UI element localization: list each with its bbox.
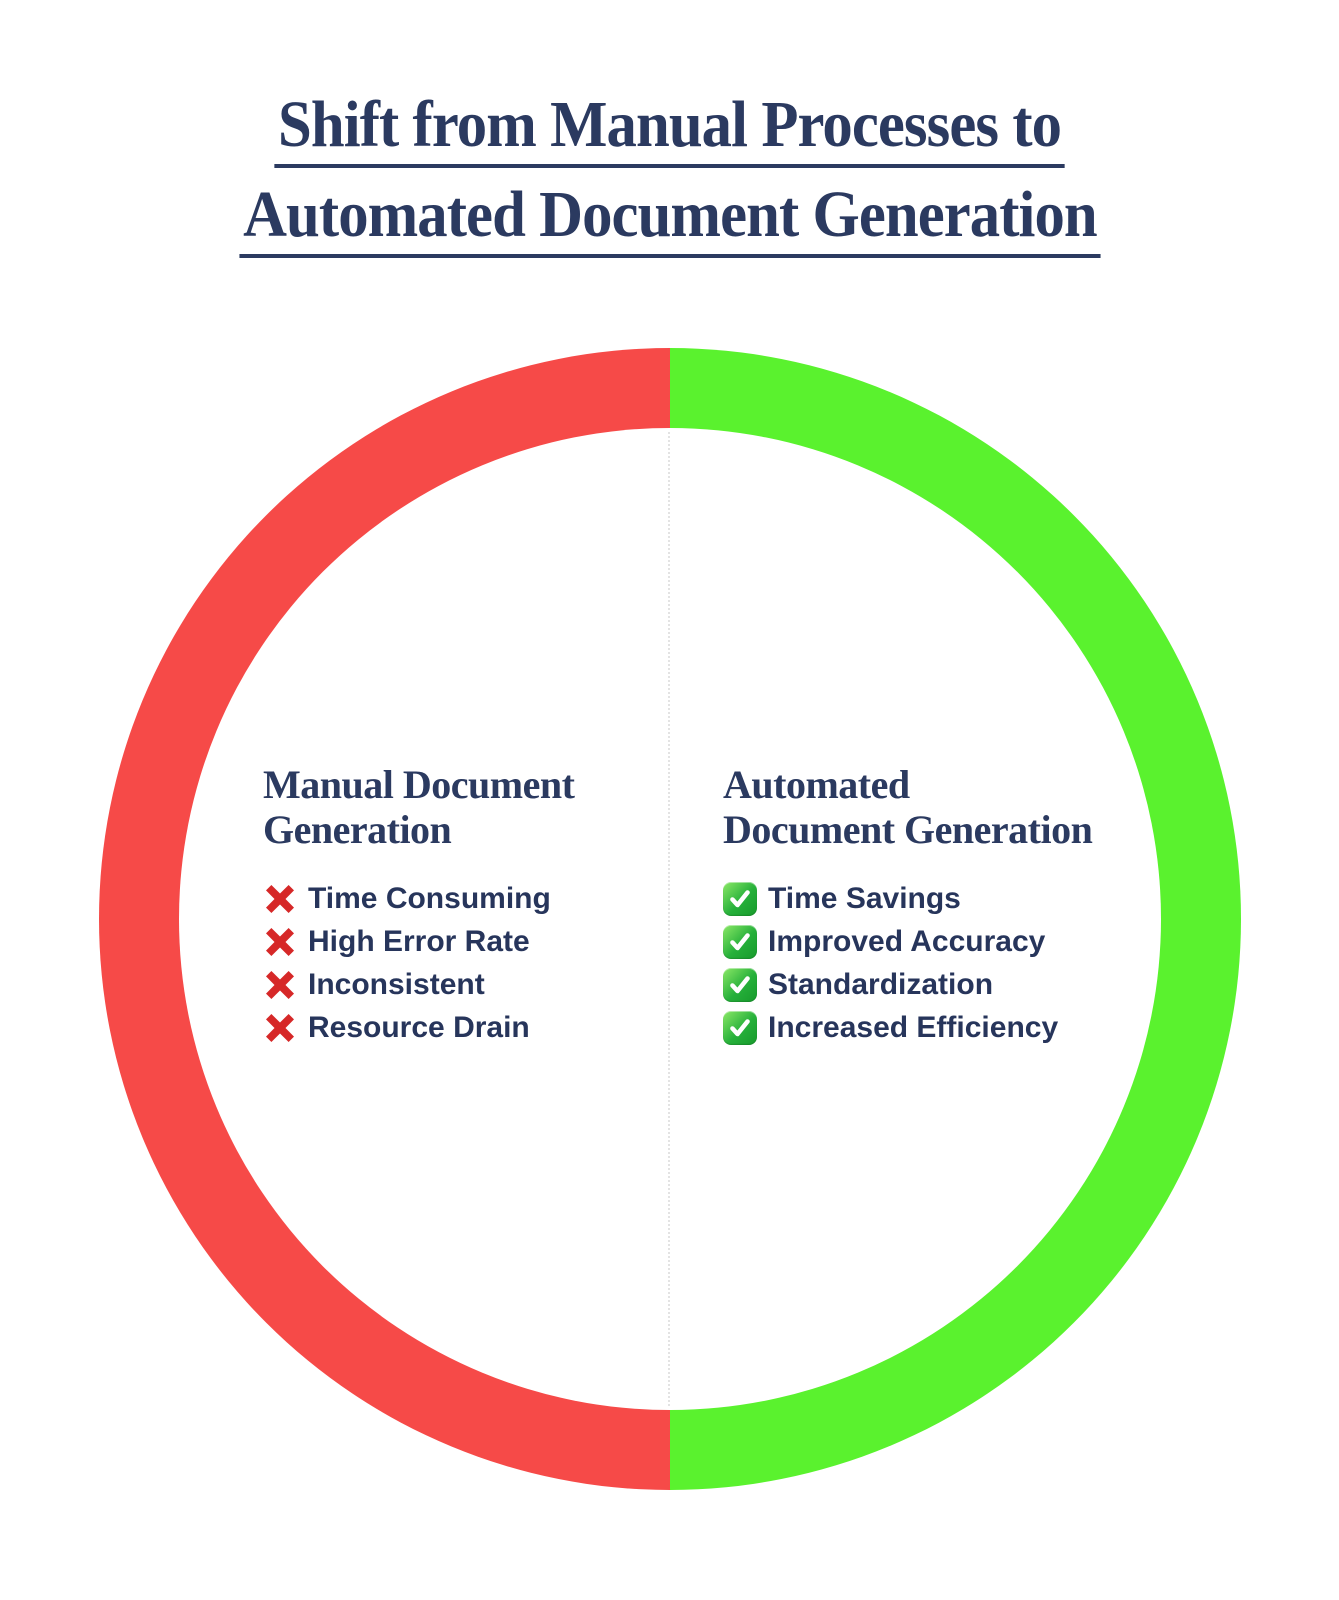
page-title-line-2: Automated Document Generation bbox=[238, 178, 1101, 258]
cross-mark-icon bbox=[263, 925, 297, 959]
check-mark-icon bbox=[723, 968, 757, 1002]
list-item: High Error Rate bbox=[263, 925, 633, 959]
manual-section-heading: Manual Document Generation bbox=[263, 762, 633, 852]
page-title: Shift from Manual Processes to Automated… bbox=[0, 88, 1339, 268]
item-label: Improved Accuracy bbox=[768, 925, 1046, 958]
automated-section: Automated Document Generation Time Savin… bbox=[723, 762, 1123, 1054]
cross-mark-icon bbox=[263, 1011, 297, 1045]
manual-heading-line-1: Manual Document bbox=[263, 762, 575, 807]
list-item: Standardization bbox=[723, 968, 1123, 1002]
item-label: Standardization bbox=[768, 968, 994, 1001]
automated-heading-line-2: Document Generation bbox=[723, 807, 1093, 852]
item-label: Inconsistent bbox=[308, 968, 485, 1001]
item-label: High Error Rate bbox=[308, 925, 530, 958]
cross-mark-icon bbox=[263, 968, 297, 1002]
list-item: Time Savings bbox=[723, 882, 1123, 916]
check-mark-icon bbox=[723, 882, 757, 916]
cross-mark-icon bbox=[263, 882, 297, 916]
page-title-line-1: Shift from Manual Processes to bbox=[274, 88, 1065, 168]
center-dotted-divider bbox=[668, 432, 670, 1406]
list-item: Improved Accuracy bbox=[723, 925, 1123, 959]
list-item: Resource Drain bbox=[263, 1011, 633, 1045]
list-item: Inconsistent bbox=[263, 968, 633, 1002]
list-item: Time Consuming bbox=[263, 882, 633, 916]
list-item: Increased Efficiency bbox=[723, 1011, 1123, 1045]
check-mark-icon bbox=[723, 1011, 757, 1045]
check-mark-icon bbox=[723, 925, 757, 959]
automated-heading-line-1: Automated bbox=[723, 762, 910, 807]
item-label: Time Consuming bbox=[308, 882, 551, 915]
automated-item-list: Time Savings Improved Accuracy Standardi… bbox=[723, 882, 1123, 1045]
automated-section-heading: Automated Document Generation bbox=[723, 762, 1123, 852]
manual-heading-line-2: Generation bbox=[263, 807, 452, 852]
item-label: Resource Drain bbox=[308, 1011, 530, 1044]
manual-item-list: Time Consuming High Error Rate Inconsist… bbox=[263, 882, 633, 1045]
item-label: Increased Efficiency bbox=[768, 1011, 1059, 1044]
split-circle-ring bbox=[99, 348, 1241, 1490]
manual-section: Manual Document Generation Time Consumin… bbox=[263, 762, 633, 1054]
item-label: Time Savings bbox=[768, 882, 961, 915]
split-circle-inner bbox=[179, 428, 1161, 1410]
